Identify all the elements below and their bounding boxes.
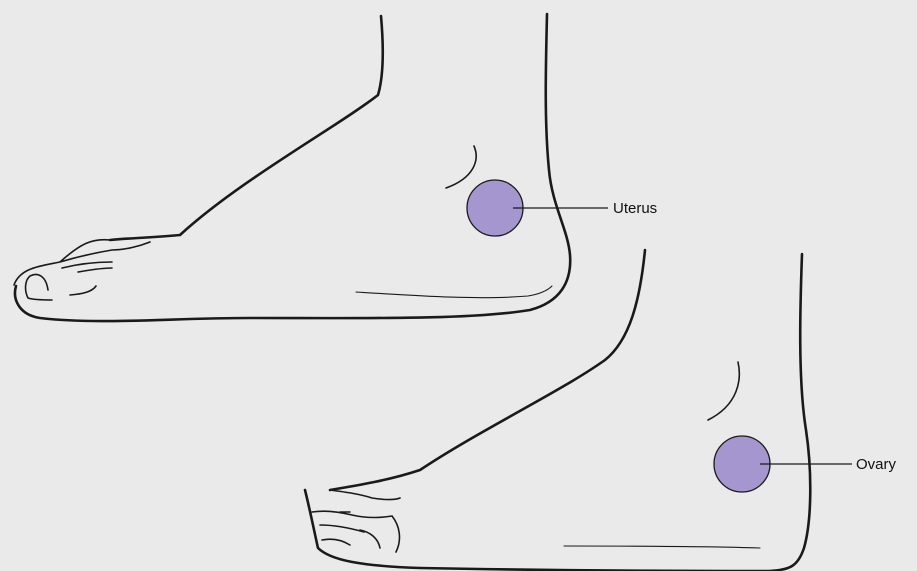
upper-foot-ankle-curve (446, 146, 476, 188)
lower-foot-sole-line (564, 546, 760, 548)
upper-foot-sole-line (356, 286, 552, 298)
upper-foot-heel-outline (15, 14, 570, 321)
lower-foot-ankle-curve (708, 362, 739, 420)
uterus-label: Uterus (613, 200, 657, 217)
upper-foot: Uterus (14, 14, 657, 321)
lower-foot-instep-outline (330, 250, 645, 490)
lower-foot-heel-outline (770, 254, 810, 571)
upper-foot-instep-outline (110, 16, 383, 240)
lower-foot-sole-outline (305, 490, 770, 571)
upper-foot-toes (14, 240, 150, 300)
lower-foot: Ovary (305, 250, 897, 571)
lower-foot-toes (312, 490, 400, 552)
ovary-label: Ovary (856, 456, 897, 473)
